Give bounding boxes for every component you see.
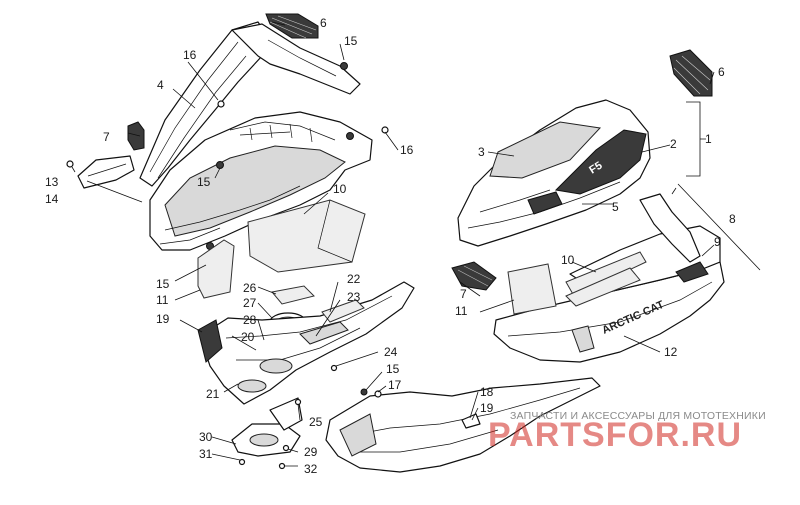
part-6-vent-grille-right — [669, 49, 713, 97]
callout-11-left: 11 — [156, 293, 169, 307]
callout-17: 17 — [388, 378, 402, 392]
part-24-screw — [330, 364, 338, 372]
nose-pan-inner-surface — [164, 145, 346, 237]
callout-9: 9 — [714, 235, 721, 249]
callout-4: 4 — [157, 78, 164, 92]
part-10-foam-pad-right-b — [565, 267, 641, 307]
part-32-screw — [278, 462, 286, 470]
callout-6-left: 6 — [320, 16, 327, 30]
part-11-foam-pad-left — [197, 239, 235, 299]
belly-pan-inner — [339, 413, 377, 457]
watermark-site: PARTSFOR.RU — [488, 416, 742, 454]
part-duct-support — [269, 397, 303, 431]
part-25-screw — [294, 398, 302, 406]
part-19-intake-flap-left — [197, 319, 223, 363]
intake-port-1 — [259, 358, 293, 374]
part-31-screw — [238, 458, 246, 466]
part-3-decal-strip — [489, 121, 602, 179]
part-13-screw — [66, 160, 74, 168]
callout-1: 1 — [705, 132, 712, 146]
callout-27: 27 — [243, 296, 257, 310]
callout-29: 29 — [304, 445, 318, 459]
part-16-screw-right — [381, 126, 389, 134]
callout-32: 32 — [304, 462, 318, 476]
callout-28: 28 — [243, 313, 257, 327]
watermark-tagline: ЗАПЧАСТИ И АКСЕССУАРЫ ДЛЯ МОТОТЕХНИКИ — [510, 410, 766, 422]
part-11-foam-pad-right — [507, 263, 557, 315]
callout-10-right: 10 — [561, 253, 575, 267]
callout-16-right: 16 — [400, 143, 414, 157]
callout-10-left: 10 — [333, 182, 347, 196]
part-hood-top-bracket — [231, 23, 361, 95]
callout-15-left: 15 — [156, 277, 170, 291]
left-hood-assembly — [66, 13, 399, 301]
callout-2: 2 — [670, 137, 677, 151]
nose-upper-bracket — [639, 193, 701, 263]
callout-26: 26 — [243, 281, 257, 295]
watermark: ЗАПЧАСТИ И АКСЕССУАРЫ ДЛЯ МОТОТЕХНИКИ PA… — [488, 410, 766, 454]
nose-panel-vent-lights — [571, 325, 595, 353]
part-23-plate — [299, 321, 349, 345]
callout-18: 18 — [480, 385, 494, 399]
callout-7-left: 7 — [103, 130, 110, 144]
callout-13: 13 — [45, 175, 59, 189]
part-9-vent-slot — [675, 261, 709, 283]
part-26-foam-strip — [271, 285, 315, 305]
callout-25: 25 — [309, 415, 323, 429]
callout-labels: 1 2 3 4 5 6 6 7 7 8 9 10 10 11 11 12 13 … — [45, 16, 736, 476]
callout-30: 30 — [199, 430, 213, 444]
callout-5: 5 — [612, 200, 619, 214]
part-15-nut-top — [340, 62, 348, 70]
part-15-nut-right — [346, 132, 354, 140]
callout-6-right: 6 — [718, 65, 725, 79]
part-side-vent-strip — [527, 191, 563, 215]
belly-pan — [325, 377, 601, 473]
intake-port-2 — [237, 379, 267, 393]
part-15-nut-mid — [216, 161, 224, 169]
part-18-clip — [461, 413, 481, 429]
callout-15-mid: 15 — [197, 175, 211, 189]
part-16-screw-upper — [217, 100, 225, 108]
callout-21: 21 — [206, 387, 220, 401]
part-5-side-decal — [554, 129, 647, 195]
part-21-intake-housing — [199, 281, 415, 405]
callout-20: 20 — [241, 330, 255, 344]
callout-16-top: 16 — [183, 48, 197, 62]
part-7-vent-left — [127, 121, 145, 151]
part-7-vent-right — [451, 261, 497, 291]
callout-3: 3 — [478, 145, 485, 159]
part-14-mount-bracket — [77, 155, 135, 189]
callout-8: 8 — [729, 212, 736, 226]
callout-15-top: 15 — [344, 34, 358, 48]
callout-11-right: 11 — [455, 304, 468, 318]
callout-14: 14 — [45, 192, 59, 206]
callout-24: 24 — [384, 345, 398, 359]
callout-7-right: 7 — [460, 287, 467, 301]
part-15-nut-belly — [360, 388, 368, 396]
callout-19-left: 19 — [156, 312, 170, 326]
callout-23: 23 — [347, 290, 361, 304]
callout-15-belly: 15 — [386, 362, 400, 376]
side-logo-text: F5 — [587, 160, 604, 177]
callout-22: 22 — [347, 272, 361, 286]
callout-19-right: 19 — [480, 401, 494, 415]
part-10-foam-pad-right — [565, 251, 647, 297]
right-side-panel-assembly: F5 ARCTIC CAT — [451, 49, 761, 363]
center-intake-assembly — [179, 281, 415, 470]
part-29-screw — [282, 444, 290, 452]
part-17-screw — [374, 390, 382, 398]
callout-31: 31 — [199, 447, 213, 461]
lower-belly-pan-assembly — [325, 371, 601, 473]
callout-12: 12 — [664, 345, 678, 359]
